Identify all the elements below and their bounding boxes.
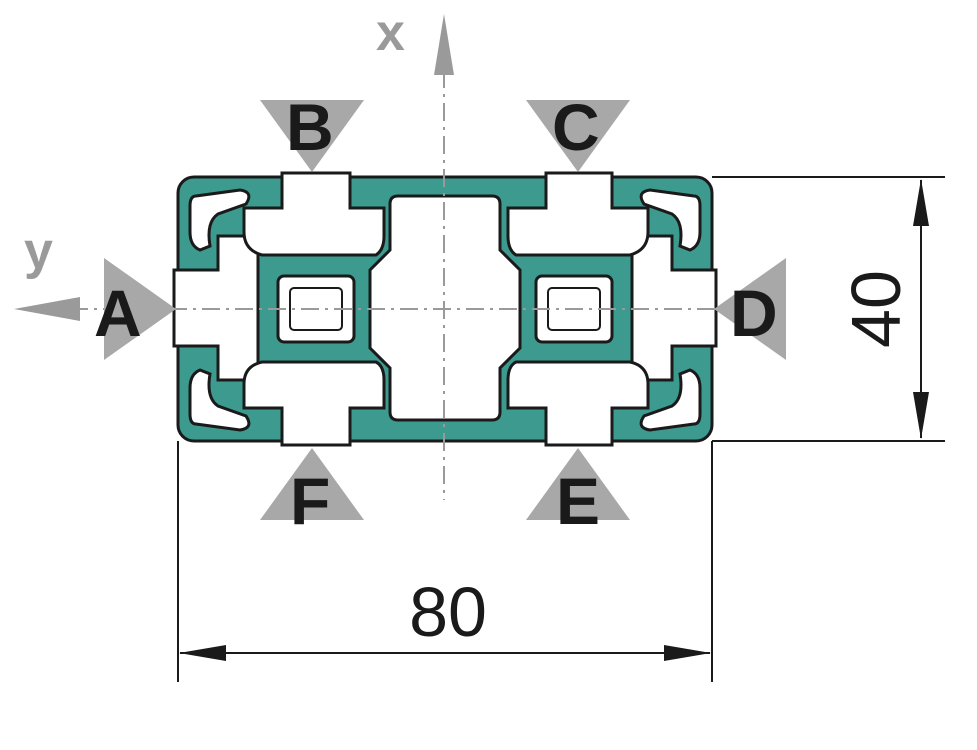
slot-f (242, 360, 386, 447)
width-value: 80 (409, 573, 487, 651)
marker-f-icon (260, 448, 364, 520)
slot-e (506, 360, 650, 447)
corner-cavity-top-right (639, 188, 702, 252)
height-arrow-bottom-icon (913, 392, 929, 439)
y-axis-label: y (24, 222, 53, 280)
height-dimension: 40 (712, 176, 945, 442)
corner-cavity-top-left (188, 188, 251, 252)
marker-c-icon (526, 100, 630, 172)
y-axis-arrow-icon (14, 297, 80, 321)
corner-cavity-bottom-right (639, 368, 702, 432)
side-label-a: A (94, 276, 142, 350)
width-arrow-right-icon (664, 645, 711, 661)
side-label-c: C (552, 90, 600, 164)
side-label-d: D (730, 276, 778, 350)
marker-b-icon (260, 100, 364, 172)
side-label-f: F (290, 464, 330, 538)
x-axis-arrow-icon (434, 14, 454, 75)
marker-a-icon (104, 258, 176, 360)
y-axis: y (14, 222, 80, 321)
height-arrow-top-icon (913, 179, 929, 226)
side-label-b: B (286, 90, 334, 164)
height-value: 40 (837, 270, 915, 348)
slot-b (242, 171, 386, 257)
width-arrow-left-icon (179, 645, 226, 661)
slot-c (506, 171, 650, 257)
marker-d-icon (714, 258, 786, 360)
marker-e-icon (526, 448, 630, 520)
x-axis: x (376, 4, 454, 75)
x-axis-label: x (376, 4, 405, 62)
corner-cavity-bottom-left (188, 368, 251, 432)
aluminium-profile (172, 171, 718, 447)
side-label-e: E (556, 464, 600, 538)
width-dimension: 80 (177, 441, 713, 682)
